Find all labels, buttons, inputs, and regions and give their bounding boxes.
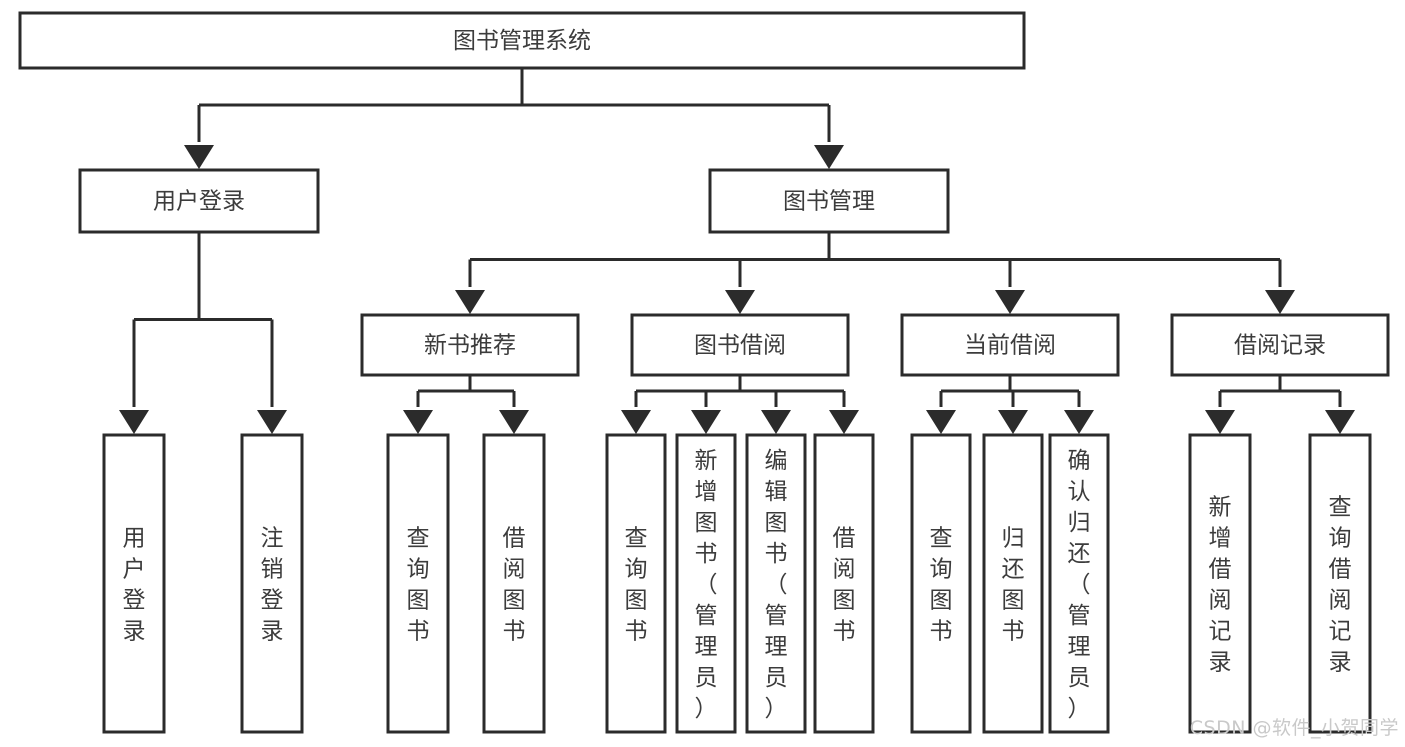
node-leaf-query-book-3[interactable]: 查询图书 [910,433,972,734]
node-book-manage[interactable]: 图书管理 [708,168,950,234]
node-box-current-borrow [900,313,1120,377]
node-label-book-borrow: 图书借阅 [694,333,786,359]
node-box-leaf-add-book [675,433,737,734]
node-label-leaf-user-logout: 注销登录 [261,526,284,645]
node-label-borrow-record: 借阅记录 [1234,333,1326,359]
node-box-leaf-return-book [982,433,1044,734]
node-box-new-book-recommend [360,313,580,377]
node-label-leaf-query-record: 查询借阅记录 [1329,495,1352,676]
node-layer: 图书管理系统用户登录图书管理新书推荐图书借阅当前借阅借阅记录用户登录注销登录查询… [18,11,1390,734]
node-box-leaf-confirm-return [1048,433,1110,734]
node-box-book-borrow [630,313,850,377]
node-box-leaf-user-logout [240,433,304,734]
node-root[interactable]: 图书管理系统 [18,11,1026,70]
node-box-leaf-query-book-2 [605,433,667,734]
node-label-new-book-recommend: 新书推荐 [424,333,516,359]
node-label-book-manage: 图书管理 [783,189,875,215]
node-box-leaf-edit-book [745,433,807,734]
node-label-leaf-borrow-book-2: 借阅图书 [833,526,856,645]
node-box-leaf-borrow-book-1 [482,433,546,734]
node-book-borrow[interactable]: 图书借阅 [630,313,850,377]
node-box-leaf-borrow-book-2 [813,433,875,734]
node-box-borrow-record [1170,313,1390,377]
node-current-borrow[interactable]: 当前借阅 [900,313,1120,377]
node-box-leaf-add-record [1188,433,1252,734]
node-borrow-record[interactable]: 借阅记录 [1170,313,1390,377]
node-leaf-return-book[interactable]: 归还图书 [982,433,1044,734]
node-leaf-borrow-book-1[interactable]: 借阅图书 [482,433,546,734]
node-leaf-user-logout[interactable]: 注销登录 [240,433,304,734]
node-box-leaf-query-book-1 [386,433,450,734]
node-leaf-borrow-book-2[interactable]: 借阅图书 [813,433,875,734]
node-box-book-manage [708,168,950,234]
node-box-user-login [78,168,320,234]
node-leaf-add-book[interactable]: 新增图书（管理员） [675,433,737,734]
node-label-leaf-add-record: 新增借阅记录 [1209,495,1232,676]
node-leaf-add-record[interactable]: 新增借阅记录 [1188,433,1252,734]
node-box-leaf-user-login [102,433,166,734]
node-label-root: 图书管理系统 [453,28,591,54]
node-label-current-borrow: 当前借阅 [964,333,1056,359]
connector-layer [119,68,1355,434]
node-leaf-user-login[interactable]: 用户登录 [102,433,166,734]
node-label-leaf-return-book: 归还图书 [1002,526,1025,645]
node-leaf-confirm-return[interactable]: 确认归还（管理员） [1048,433,1110,734]
node-label-leaf-edit-book: 编辑图书（管理员） [765,448,788,722]
node-label-user-login: 用户登录 [153,189,245,215]
node-new-book-recommend[interactable]: 新书推荐 [360,313,580,377]
node-label-leaf-query-book-1: 查询图书 [407,526,430,645]
csdn-watermark: CSDN @软件_小贺同学 [1189,717,1399,739]
node-box-leaf-query-book-3 [910,433,972,734]
node-leaf-edit-book[interactable]: 编辑图书（管理员） [745,433,807,734]
node-leaf-query-book-1[interactable]: 查询图书 [386,433,450,734]
node-leaf-query-record[interactable]: 查询借阅记录 [1308,433,1372,734]
node-label-leaf-query-book-3: 查询图书 [930,526,953,645]
node-label-leaf-query-book-2: 查询图书 [625,526,648,645]
node-label-leaf-user-login: 用户登录 [123,526,146,645]
node-leaf-query-book-2[interactable]: 查询图书 [605,433,667,734]
node-label-leaf-add-book: 新增图书（管理员） [695,448,718,722]
node-label-leaf-borrow-book-1: 借阅图书 [503,526,526,645]
node-user-login[interactable]: 用户登录 [78,168,320,234]
node-label-leaf-confirm-return: 确认归还（管理员） [1068,448,1091,722]
node-box-root [18,11,1026,70]
node-box-leaf-query-record [1308,433,1372,734]
